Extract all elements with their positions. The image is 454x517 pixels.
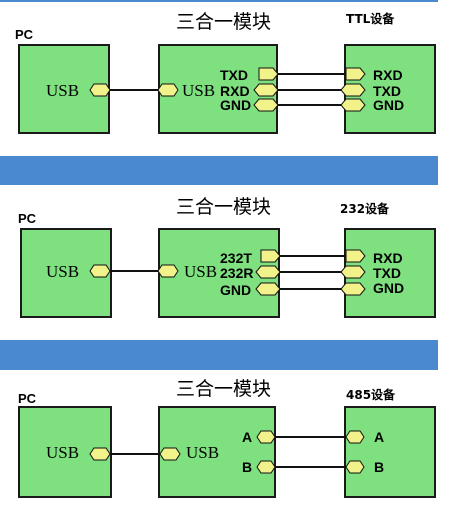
module-232r-pin	[255, 265, 281, 279]
module-signal-a: A	[242, 429, 253, 445]
module-usb-label: USB	[184, 262, 218, 281]
module-title: 三合一模块	[176, 11, 272, 33]
device-b-pin	[345, 460, 365, 474]
module-title: 三合一模块	[176, 196, 272, 218]
device-signal-a: A	[374, 429, 385, 445]
device-signal-rxd: RXD	[373, 250, 403, 266]
device-gnd-pin	[340, 282, 366, 296]
module-rxd-pin	[253, 83, 279, 97]
module-gnd-pin	[253, 98, 279, 112]
top-divider-line	[0, 0, 438, 2]
module-title: 三合一模块	[176, 378, 272, 400]
device-txd-pin	[340, 83, 366, 97]
pc-usb-label: USB	[46, 443, 80, 462]
device-signal-b: B	[374, 459, 385, 475]
ttl-wires	[89, 67, 366, 112]
device-a-pin	[345, 430, 365, 444]
module-usb-connector	[157, 83, 179, 97]
pc-label: PC	[15, 27, 34, 42]
rs485-wires	[89, 430, 365, 474]
device-signal-gnd: GND	[373, 280, 405, 296]
module-signal-b: B	[242, 459, 253, 475]
device-box	[344, 406, 436, 498]
device-label: TTL设备	[346, 12, 395, 26]
device-rxd-pin	[345, 249, 366, 263]
device-gnd-pin	[340, 98, 366, 112]
section-divider	[0, 340, 438, 370]
rs232-wires	[89, 249, 366, 296]
pc-usb-label: USB	[46, 262, 80, 281]
pc-usb-connector	[89, 83, 111, 97]
module-a-pin	[256, 430, 276, 444]
module-signal-232t: 232T	[220, 250, 252, 266]
module-232t-pin	[260, 249, 281, 263]
module-signal-txd: TXD	[220, 67, 248, 83]
module-signal-rxd: RXD	[220, 83, 250, 99]
module-signal-gnd: GND	[220, 97, 252, 113]
module-signal-232r: 232R	[220, 265, 254, 281]
ttl-wiring-panel: PC 三合一模块 TTL设备 USB USB TXD RXD GND RXD T…	[0, 0, 454, 155]
pc-label: PC	[18, 391, 37, 406]
module-signal-gnd: GND	[220, 282, 252, 298]
device-signal-rxd: RXD	[373, 67, 403, 83]
module-txd-pin	[258, 67, 279, 81]
module-usb-connector	[157, 264, 179, 278]
section-divider	[0, 156, 438, 185]
module-usb-label: USB	[186, 443, 220, 462]
device-signal-gnd: GND	[373, 97, 405, 113]
device-signal-txd: TXD	[373, 265, 401, 281]
device-label: 232设备	[340, 202, 390, 216]
module-gnd-pin	[255, 282, 281, 296]
device-signal-txd: TXD	[373, 83, 401, 99]
pc-usb-connector	[89, 447, 111, 461]
device-txd-pin	[340, 265, 366, 279]
module-usb-connector	[159, 447, 181, 461]
module-b-pin	[256, 460, 276, 474]
device-rxd-pin	[345, 67, 366, 81]
pc-usb-label: USB	[46, 81, 80, 100]
device-label: 485设备	[346, 388, 396, 402]
pc-label: PC	[18, 211, 37, 226]
pc-usb-connector	[89, 264, 111, 278]
rs232-wiring-panel: PC 三合一模块 232设备 USB USB 232T 232R GND RXD…	[0, 186, 454, 341]
module-usb-label: USB	[182, 81, 216, 100]
rs485-wiring-panel: PC 三合一模块 485设备 USB USB A B A B	[0, 368, 454, 517]
